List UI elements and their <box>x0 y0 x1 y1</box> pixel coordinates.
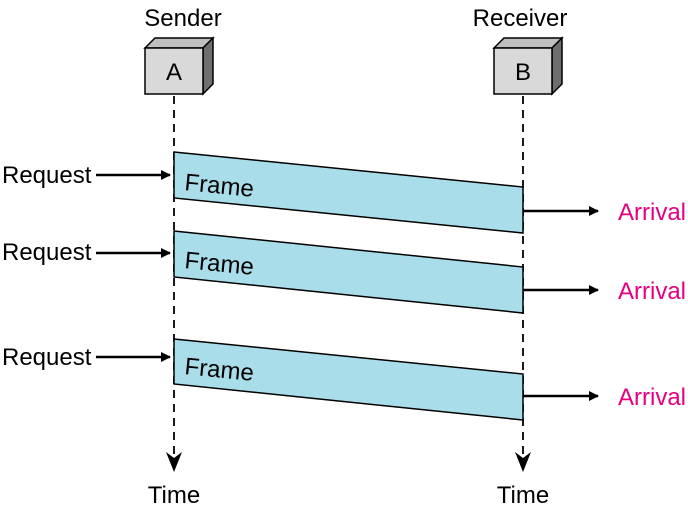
sender-node: A <box>143 36 215 96</box>
sender-node-top <box>143 37 215 49</box>
sender-node-id: A <box>166 59 182 86</box>
frame-band <box>173 230 524 314</box>
arrival-label: Arrival <box>618 384 686 411</box>
receiver-node-side <box>551 36 563 96</box>
receiver-time-label: Time <box>497 482 549 509</box>
receiver-label: Receiver <box>473 5 568 32</box>
sender-node-front <box>144 47 204 95</box>
arrival-label: Arrival <box>618 278 686 305</box>
receiver-node: B <box>492 36 564 96</box>
request-label: Request <box>2 344 92 371</box>
frame-band <box>173 151 524 234</box>
receiver-node-id: B <box>515 59 531 86</box>
receiver-node-front <box>493 47 553 95</box>
transmission-1: Request Frame Arrival <box>2 151 686 234</box>
receiver-node-top <box>492 37 564 49</box>
transmission-3: Request Frame Arrival <box>2 338 686 421</box>
sender-node-side <box>202 36 214 96</box>
sender-time-label: Time <box>148 482 200 509</box>
request-label: Request <box>2 239 92 266</box>
sender-timeline-arrowhead <box>166 452 182 472</box>
request-label: Request <box>2 162 92 189</box>
arrival-label: Arrival <box>618 199 686 226</box>
sender-label: Sender <box>144 5 221 32</box>
receiver-timeline-arrowhead <box>515 452 531 472</box>
frame-band <box>173 338 524 421</box>
transmission-2: Request Frame Arrival <box>2 230 686 314</box>
